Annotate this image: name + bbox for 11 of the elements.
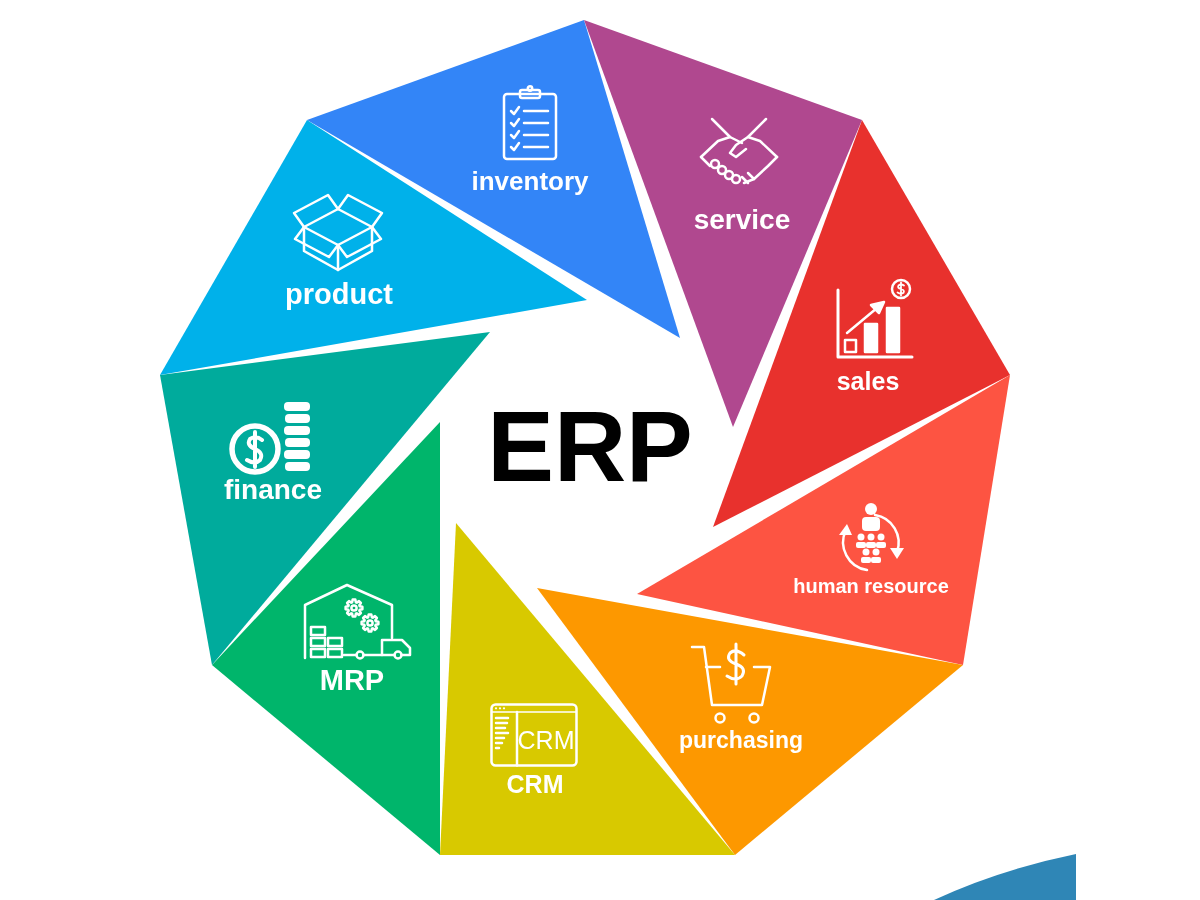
segment-label: finance: [224, 476, 322, 504]
screen-text: CRM: [517, 727, 575, 753]
segment-label: product: [285, 279, 393, 309]
segment-label: CRM: [506, 771, 564, 797]
center-title: ERP: [487, 396, 693, 496]
segment-label: purchasing: [679, 728, 803, 752]
segment-label: service: [693, 206, 791, 234]
segment-label: sales: [836, 368, 900, 394]
segment-label: human resource: [793, 576, 949, 596]
segment-label: MRP: [319, 665, 385, 695]
segment-label: inventory: [471, 168, 589, 194]
